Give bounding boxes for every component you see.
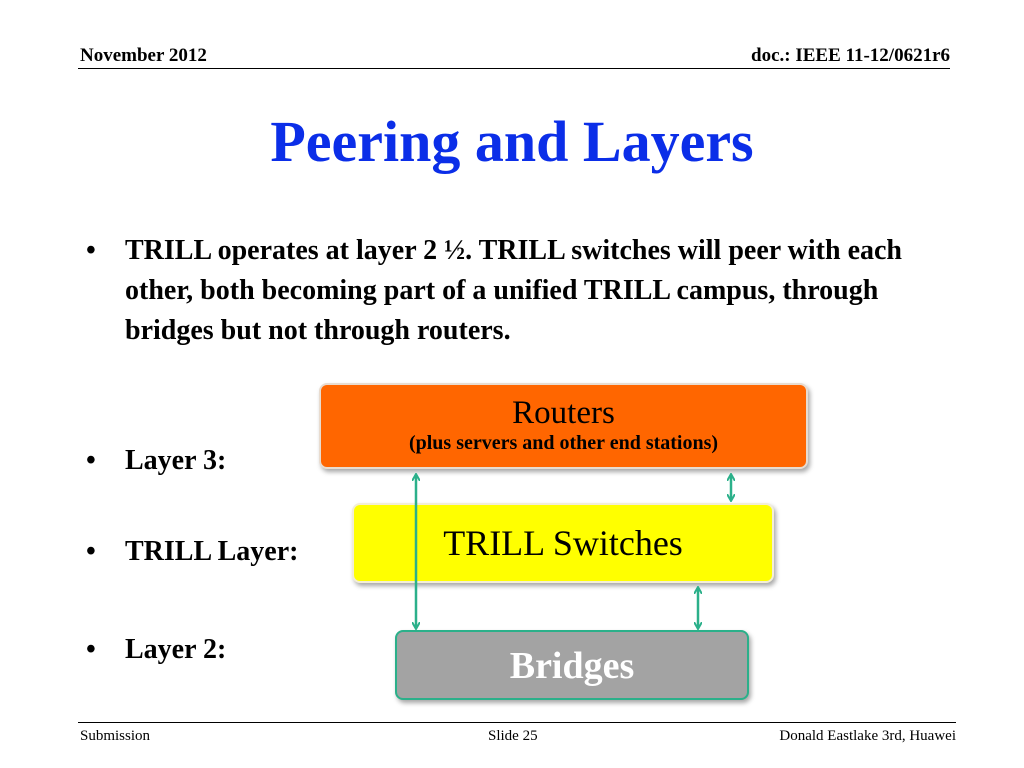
routers-box: Routers (plus servers and other end stat…	[319, 383, 808, 469]
footer-divider	[78, 722, 956, 723]
routers-sublabel: (plus servers and other end stations)	[408, 432, 719, 454]
footer-submission: Submission	[80, 728, 151, 744]
bullet-marker: •	[86, 536, 96, 567]
bridges-box: Bridges	[395, 630, 749, 700]
bullet-trill-layer: TRILL Layer:	[125, 536, 299, 567]
bullet-layer-2: Layer 2:	[125, 634, 227, 665]
bridges-label: Bridges	[509, 645, 635, 687]
bullet-marker: •	[86, 445, 96, 476]
footer-slide-number: Slide 25	[488, 728, 538, 744]
bullet-marker: •	[86, 634, 96, 665]
header-date: November 2012	[80, 45, 207, 66]
footer-author: Donald Eastlake 3rd, Huawei	[779, 728, 956, 744]
slide-title: Peering and Layers	[270, 109, 754, 174]
header-doc-id: doc.: IEEE 11-12/0621r6	[751, 45, 950, 66]
trill-switches-label: TRILL Switches	[443, 523, 683, 563]
bullet-layer-3: Layer 3:	[125, 445, 227, 476]
trill-switches-box: TRILL Switches	[352, 503, 774, 583]
header-divider	[78, 68, 950, 69]
bullet-trill-layer-description: TRILL operates at layer 2 ½. TRILL switc…	[125, 235, 902, 346]
routers-label: Routers	[512, 395, 615, 431]
bullet-marker: •	[86, 235, 96, 266]
